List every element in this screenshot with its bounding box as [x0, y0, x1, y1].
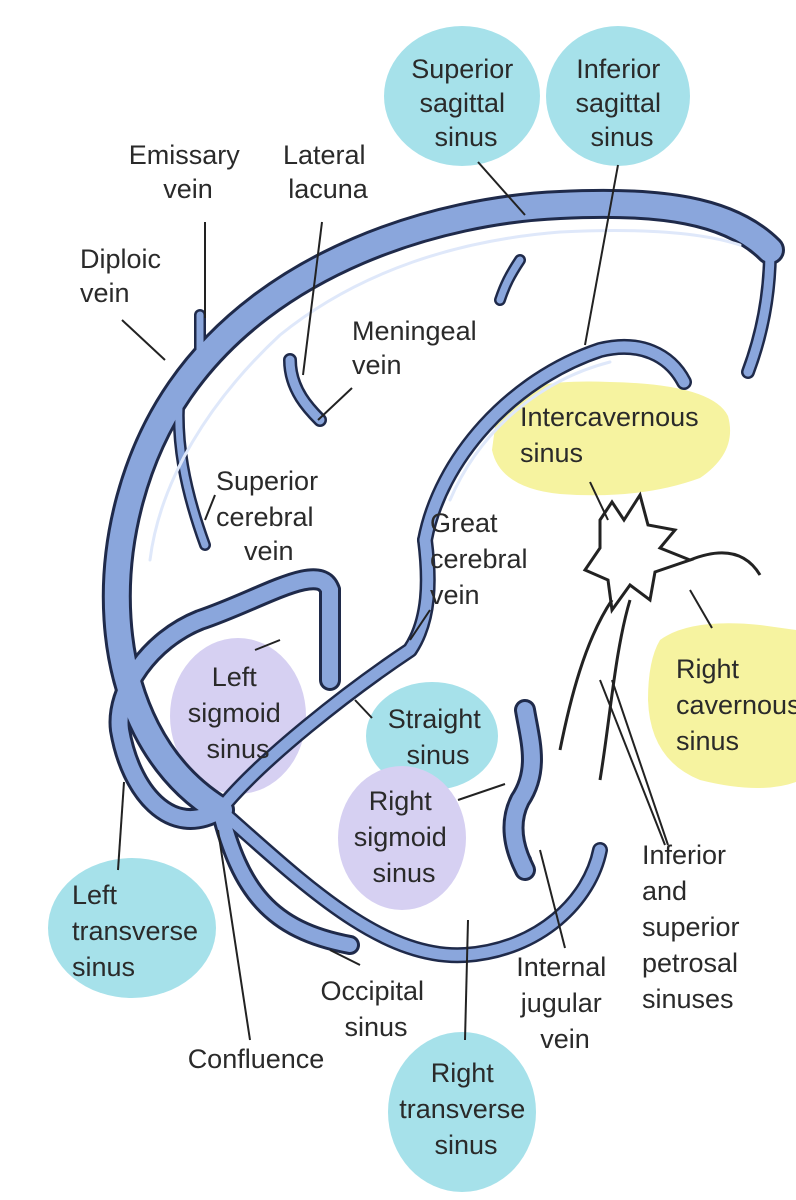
label-straight-sinus: Straight sinus — [388, 704, 489, 770]
vein-network — [101, 188, 785, 964]
label-superior-cerebral-vein: Superior cerebral vein — [216, 466, 326, 566]
blob-left-transverse — [48, 858, 216, 998]
label-confluence: Confluence — [188, 1044, 325, 1074]
highlight-blobs — [48, 26, 796, 1192]
blob-superior-sagittal — [384, 26, 540, 166]
label-internal-jugular-vein: Internal jugular vein — [516, 952, 614, 1054]
leader-lines — [117, 161, 713, 1041]
label-petrosal-sinuses: Inferior and superior petrosal sinuses — [642, 840, 747, 1014]
label-right-cavernous-sinus: Right cavernous sinus — [676, 654, 796, 756]
blob-inferior-sagittal — [546, 26, 690, 166]
label-emissary-vein: Emissary vein — [129, 140, 248, 204]
label-meningeal-vein: Meningeal vein — [352, 316, 484, 380]
blob-intercavernous — [492, 381, 731, 496]
blob-right-sigmoid — [338, 766, 466, 910]
blob-right-cavernous — [648, 623, 796, 789]
label-left-sigmoid-sinus: Left sigmoid sinus — [188, 662, 289, 764]
label-inferior-sagittal-sinus: Inferior sagittal sinus — [575, 54, 668, 152]
blob-right-transverse — [388, 1032, 536, 1192]
blob-straight-sinus — [366, 682, 498, 790]
label-intercavernous-sinus: Intercavernous sinus — [520, 402, 706, 468]
label-left-transverse-sinus: Left transverse sinus — [72, 880, 206, 982]
label-diploic-vein: Diploic vein — [80, 244, 169, 308]
label-superior-sagittal-sinus: Superior sagittal sinus — [411, 54, 521, 152]
label-great-cerebral-vein: Great cerebral vein — [430, 508, 535, 610]
label-right-sigmoid-sinus: Right sigmoid sinus — [354, 786, 455, 888]
labels: Superior sagittal sinus Inferior sagitta… — [72, 54, 796, 1160]
label-right-transverse-sinus: Right transverse sinus — [399, 1058, 533, 1160]
label-lateral-lacuna: Lateral lacuna — [283, 140, 373, 204]
label-occipital-sinus: Occipital sinus — [320, 976, 431, 1042]
